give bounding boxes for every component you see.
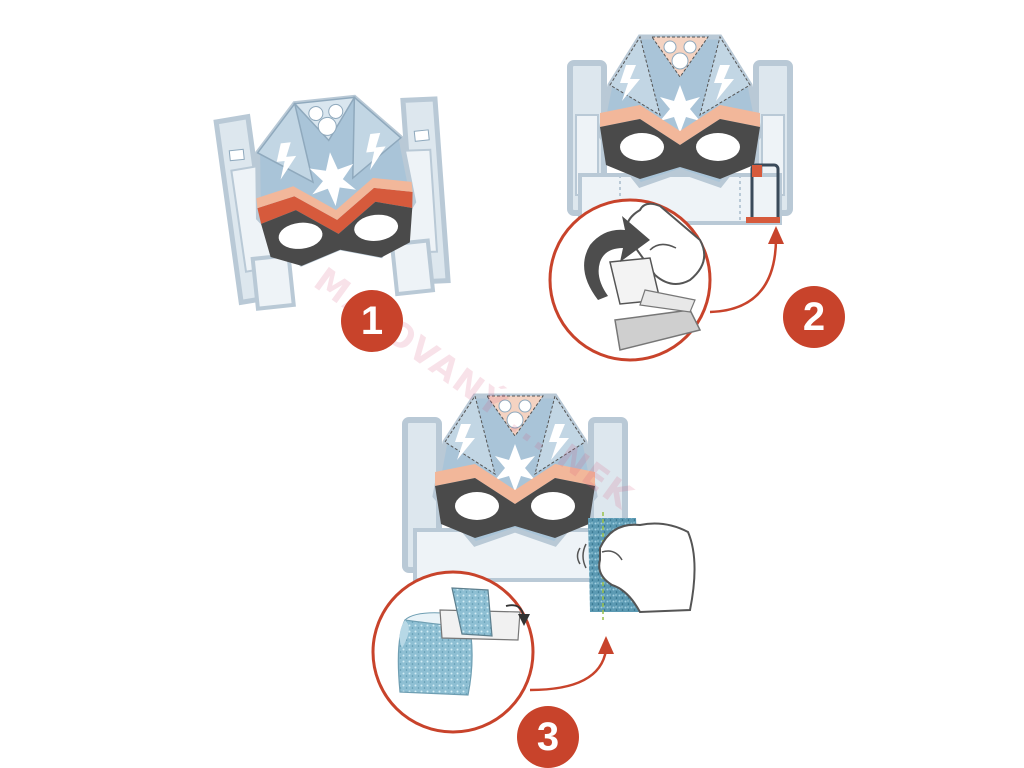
step-badge-1: 1 <box>341 290 403 352</box>
detail-circle-step-2 <box>550 200 710 360</box>
mask-step-2 <box>570 37 790 223</box>
step-badge-3: 3 <box>517 706 579 768</box>
curved-arrow-icon <box>710 240 776 312</box>
detail-circle-step-3 <box>373 572 533 732</box>
hand-applying-glitter <box>578 512 695 620</box>
step-badge-2: 2 <box>783 286 845 348</box>
